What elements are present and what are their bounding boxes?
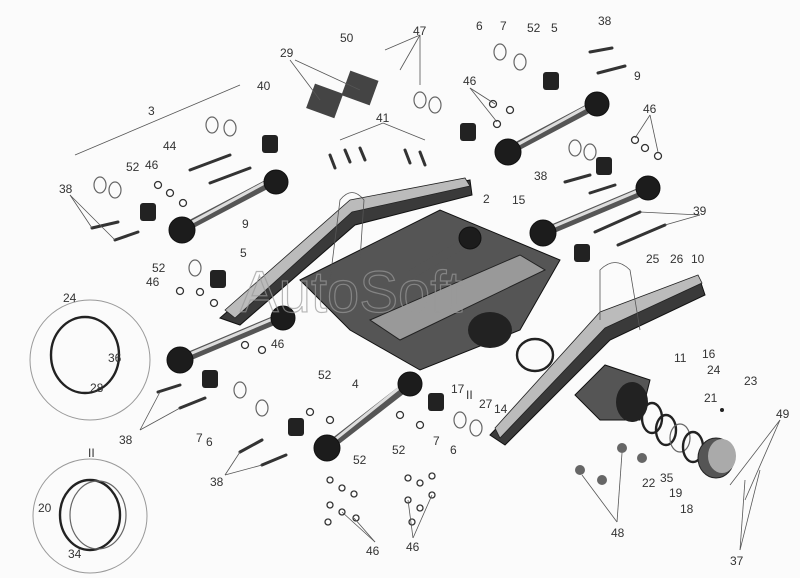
ring-34-detail [69, 480, 127, 550]
callout-20: 20 [38, 501, 52, 515]
u-bolt [599, 262, 641, 331]
callout-46: 46 [643, 102, 657, 116]
callout-19: 19 [669, 486, 683, 500]
callout-14: 14 [494, 402, 508, 416]
callout-24: 24 [63, 291, 77, 305]
callout-52: 52 [392, 443, 406, 457]
callout-5: 5 [240, 246, 247, 260]
callout-9: 9 [634, 69, 641, 83]
leader-lines [69, 34, 781, 551]
callout-52: 52 [353, 453, 367, 467]
reaction-rods [166, 91, 661, 462]
callout-38: 38 [59, 182, 73, 196]
ring-20-detail [58, 478, 122, 552]
callout-46: 46 [146, 275, 160, 289]
callout-ii: II [88, 446, 95, 460]
callout-23: 23 [744, 374, 758, 388]
callout-49: 49 [776, 407, 790, 421]
trunnion-frame [299, 209, 561, 373]
callout-27: 27 [479, 397, 493, 411]
callout-21: 21 [704, 391, 718, 405]
callout-38: 38 [119, 433, 133, 447]
callout-24: 24 [707, 363, 721, 377]
callout-22: 22 [642, 476, 656, 490]
u-bolt-left [329, 192, 365, 281]
callout-35: 35 [660, 471, 674, 485]
callout-18: 18 [680, 502, 694, 516]
callout-labels: 3 29 50 47 6 7 52 5 38 9 40 41 46 46 44 … [38, 14, 790, 568]
ball-pins [140, 70, 612, 436]
callout-7: 7 [433, 434, 440, 448]
callout-46: 46 [271, 337, 285, 351]
hub-assembly [574, 364, 736, 479]
callout-52: 52 [152, 261, 166, 275]
callout-10: 10 [691, 252, 705, 266]
rings [93, 43, 597, 437]
callout-4: 4 [352, 377, 359, 391]
leaf-spring-left [219, 177, 473, 326]
callout-52: 52 [318, 368, 332, 382]
callout-38: 38 [210, 475, 224, 489]
detail-circle-24 [29, 299, 151, 421]
callout-15: 15 [512, 193, 526, 207]
callout-37: 37 [730, 554, 744, 568]
callout-26: 26 [670, 252, 684, 266]
callout-7: 7 [196, 431, 203, 445]
callout-9: 9 [242, 217, 249, 231]
callout-3: 3 [148, 104, 155, 118]
callout-28: 28 [90, 381, 104, 395]
callout-36: 36 [108, 351, 122, 365]
callout-7: 7 [500, 19, 507, 33]
callout-6: 6 [476, 19, 483, 33]
callout-2: 2 [483, 192, 490, 206]
callout-5: 5 [551, 21, 558, 35]
callout-52: 52 [527, 21, 541, 35]
callout-44: 44 [163, 139, 177, 153]
callout-46: 46 [145, 158, 159, 172]
callout-46: 46 [406, 540, 420, 554]
callout-6: 6 [450, 443, 457, 457]
bolts [90, 46, 667, 467]
callout-39: 39 [693, 204, 707, 218]
callout-50: 50 [340, 31, 354, 45]
callout-41: 41 [376, 111, 390, 125]
callout-6: 6 [206, 435, 213, 449]
callout-47: 47 [413, 24, 427, 38]
callout-46: 46 [463, 74, 477, 88]
nuts [153, 99, 724, 526]
callout-38: 38 [534, 169, 548, 183]
callout-17: 17 [451, 382, 465, 396]
callout-48: 48 [611, 526, 625, 540]
watermark: AutoSoft [240, 260, 462, 325]
callout-ii: II [466, 388, 473, 402]
detail-circle-ii [32, 458, 148, 574]
ring-24-detail [49, 315, 121, 395]
callout-29: 29 [280, 46, 294, 60]
callout-38: 38 [598, 14, 612, 28]
callout-52: 52 [126, 160, 140, 174]
callout-46: 46 [366, 544, 380, 558]
callout-25: 25 [646, 252, 660, 266]
callout-40: 40 [257, 79, 271, 93]
callout-11: 11 [674, 351, 687, 365]
callout-16: 16 [702, 347, 716, 361]
callout-34: 34 [68, 547, 82, 561]
